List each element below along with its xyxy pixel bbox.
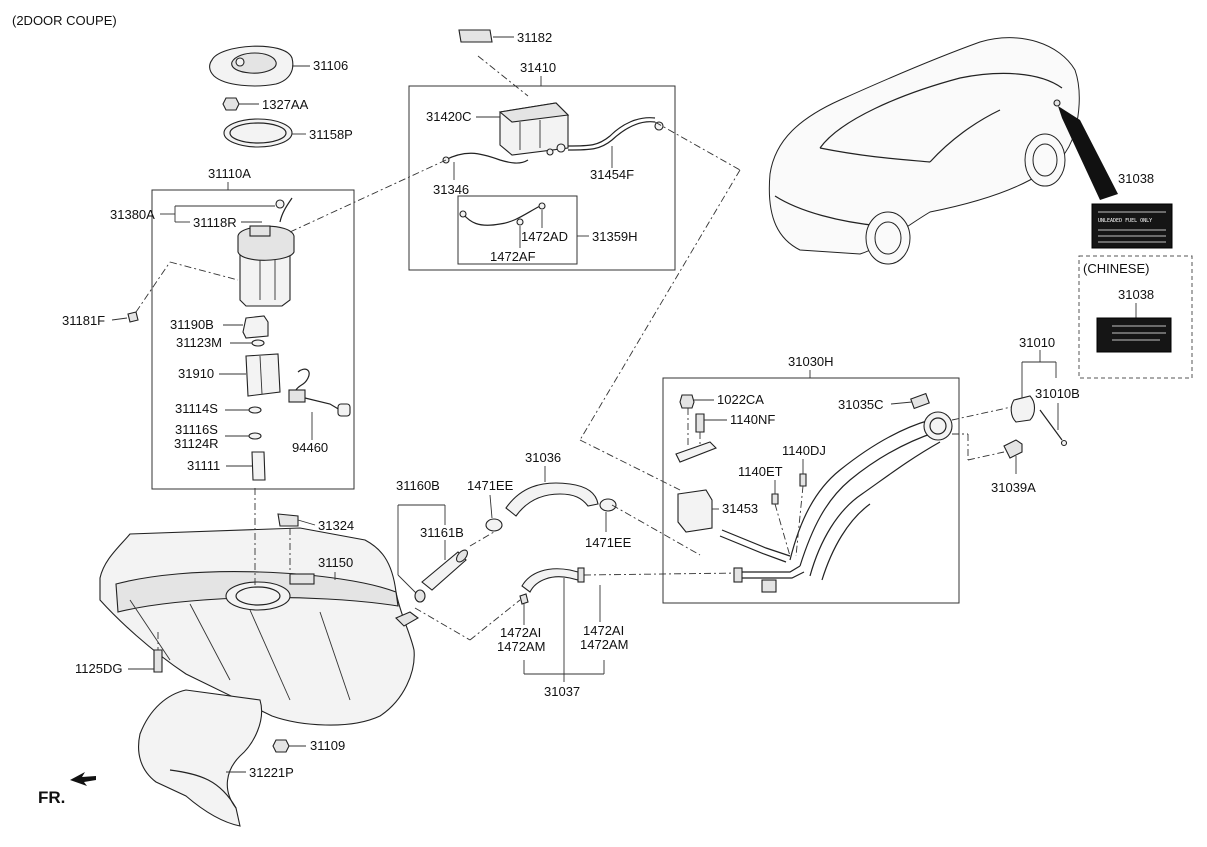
chinese-variant-frame: [1078, 255, 1193, 379]
pump-motor-part: [251, 451, 266, 481]
canister-subgroup-frame: [457, 195, 578, 265]
label-1472AI-a: 1472AI: [500, 625, 541, 640]
label-31380A: 31380A: [110, 207, 155, 222]
vent-hose-part: [521, 568, 579, 593]
chinese-fuel-label-decal: [1096, 317, 1172, 353]
label-31161B: 31161B: [420, 525, 464, 540]
label-31035C: 31035C: [838, 397, 884, 412]
label-31037: 31037: [544, 684, 580, 699]
label-1327AA: 1327AA: [262, 97, 309, 112]
label-31150: 31150: [318, 555, 353, 570]
front-arrow-icon: [70, 772, 96, 786]
label-31110A: 31110A: [208, 166, 251, 181]
label-31010B: 31010B: [1035, 386, 1080, 401]
filler-assembly-frame: [662, 377, 960, 604]
variant-label: (2DOOR COUPE): [12, 13, 117, 28]
heat-protector-part: [138, 689, 263, 827]
fuel-filter-part: [245, 353, 281, 397]
label-1472AM-a: 1472AM: [497, 639, 545, 654]
screw-part-1: [695, 413, 705, 433]
label-31038: 31038: [1118, 171, 1154, 186]
label-31181F: 31181F: [62, 313, 105, 328]
label-1472AF: 1472AF: [490, 249, 536, 264]
label-31038-cn: 31038: [1118, 287, 1154, 302]
label-1472AI-b: 1472AI: [583, 623, 624, 638]
o-ring-part-2: [248, 406, 262, 414]
label-1472AD: 1472AD: [521, 229, 568, 244]
pump-module-frame: [151, 189, 355, 490]
fuel-tank-group: 31324 31150 1125DG 31109 31221P: [75, 488, 419, 827]
check-valve-part: [677, 489, 713, 533]
label-31109: 31109: [310, 738, 345, 753]
bracket-part: [277, 513, 299, 527]
label-31039A: 31039A: [991, 480, 1036, 495]
label-31324: 31324: [318, 518, 354, 533]
label-1471EE-b: 1471EE: [585, 535, 632, 550]
label-31359H: 31359H: [592, 229, 638, 244]
label-31123M: 31123M: [176, 335, 222, 350]
label-31036: 31036: [525, 450, 561, 465]
bolt-part-1: [153, 649, 163, 673]
label-31118R: 31118R: [193, 215, 237, 230]
label-chinese: (CHINESE): [1083, 261, 1149, 276]
label-31124R: 31124R: [174, 436, 219, 451]
label-31420C: 31420C: [426, 109, 472, 124]
hose-clamp-part-2: [599, 498, 617, 512]
filler-neck-assembly-group: 31030H 31035C 31453 1022CA 1140NF: [662, 354, 960, 604]
decal-text: UNLEADED FUEL ONLY: [1098, 218, 1152, 224]
label-31106: 31106: [313, 58, 348, 73]
label-31454F: 31454F: [590, 167, 634, 182]
nut-part-2: [272, 739, 290, 753]
fuel-cap-group: 31010 31010B 31039A: [951, 335, 1080, 495]
label-1140ET: 1140ET: [738, 464, 783, 479]
canister-assembly-group: 31182 31410 31420C 31346 31454F 1472AD 3…: [408, 29, 676, 271]
label-31116S: 31116S: [175, 422, 218, 437]
filler-inlet-part: [923, 411, 953, 441]
label-pointer-icon: [1058, 106, 1118, 200]
label-1022CA: 1022CA: [717, 392, 764, 407]
label-31182: 31182: [517, 30, 552, 45]
filler-neck-part: [421, 551, 467, 591]
label-31221P: 31221P: [249, 765, 294, 780]
filler-pipe-part: [789, 419, 931, 561]
label-31910: 31910: [178, 366, 214, 381]
o-ring-part-1: [251, 339, 265, 347]
label-31010: 31010: [1019, 335, 1055, 350]
label-31158P: 31158P: [309, 127, 353, 142]
canister-cap-part: [458, 29, 493, 43]
canister-group-frame: [408, 85, 676, 271]
hose-clamp-part-1: [485, 518, 503, 532]
filter-part: [242, 315, 269, 339]
label-1140NF: 1140NF: [730, 412, 775, 427]
label-31346: 31346: [433, 182, 469, 197]
screw-part-2: [799, 473, 807, 487]
label-31190B: 31190B: [170, 317, 214, 332]
label-1471EE-a: 1471EE: [467, 478, 514, 493]
nut-part: [222, 97, 240, 111]
label-1125DG: 1125DG: [75, 661, 122, 676]
fuel-pump-module-group: 31106 1327AA 31158P 31110A 31380A 31118R…: [62, 45, 355, 490]
vehicle-illustration-group: 31038 UNLEADED FUEL ONLY (CHINESE) 31038: [768, 37, 1193, 379]
label-1140DJ: 1140DJ: [782, 443, 826, 458]
mounting-bracket-part: [675, 441, 717, 463]
label-31160B: 31160B: [396, 478, 440, 493]
fuel-cap-part: [1010, 395, 1036, 423]
label-31111: 31111: [187, 458, 220, 473]
clip-part: [127, 311, 139, 323]
label-31410: 31410: [520, 60, 556, 75]
screw-part-3: [771, 493, 779, 505]
screw-part-4: [1003, 439, 1023, 459]
front-direction-label: FR.: [38, 788, 65, 807]
gasket-ring-part: [223, 118, 293, 148]
label-31114S: 31114S: [175, 401, 218, 416]
o-ring-part-3: [248, 432, 262, 440]
filler-hose-group: 31160B 31161B 1471EE 31036 1471EE 1472AI: [396, 450, 741, 699]
bolt-part-2: [679, 394, 695, 409]
label-1472AM-b: 1472AM: [580, 637, 628, 652]
label-94460: 94460: [292, 440, 328, 455]
filler-hose-part: [505, 482, 599, 517]
label-31453: 31453: [722, 501, 758, 516]
label-31030H: 31030H: [788, 354, 834, 369]
